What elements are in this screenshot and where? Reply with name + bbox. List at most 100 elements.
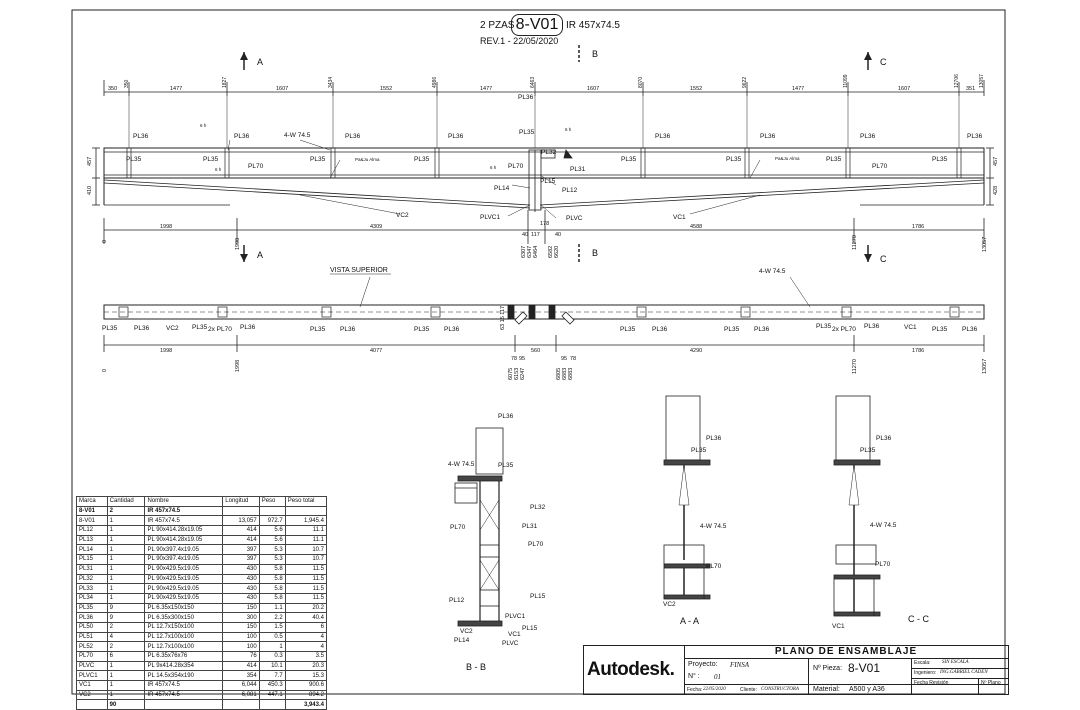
bom-cell [222, 699, 260, 710]
bom-cell: 1.5 [258, 621, 286, 633]
dim-text: 4588 [690, 224, 702, 230]
label-pl14: PL14 [454, 637, 470, 644]
proyecto-label: Proyecto: [688, 661, 718, 668]
bom-cell: 397 [222, 554, 260, 565]
label-2x-pl70: 2x PL70 [208, 326, 232, 333]
dim-text: 1786 [912, 224, 924, 230]
dim-text: 40 [522, 232, 528, 238]
label-w74: 4-W 74.5 [284, 132, 311, 139]
fecha-label: Fecha: [687, 687, 703, 693]
elevation-view [92, 80, 994, 244]
label-pl36: PL36 [448, 133, 464, 140]
label-w74: 4-W 74.5 [870, 522, 897, 529]
bom-cell: 2 [106, 641, 146, 652]
bom-cell [222, 505, 260, 517]
bom-cell: PL36 [76, 612, 108, 623]
dim-text: 428 [993, 186, 999, 195]
ord-text: 12706 [954, 74, 960, 88]
dim-text: 1552 [380, 86, 392, 92]
label-pl36: PL36 [754, 326, 770, 333]
label-pl12: PL12 [562, 187, 578, 194]
revision-date-label: Fecha Revisión [914, 680, 949, 686]
plano-number-label: Nº Plano [981, 680, 1001, 686]
bom-cell: PL 90x414.28x19.05 [144, 525, 224, 536]
ord-text: 3434 [328, 77, 334, 88]
bom-cell: 10.7 [284, 544, 328, 556]
bom-cell: PL 12.7x100x100 [144, 641, 224, 652]
plan-w-label: 4-W 74.5 [759, 268, 786, 275]
bom-cell: Marca [76, 496, 108, 507]
bom-cell: 1 [106, 592, 146, 604]
bom-cell: 11.5 [284, 573, 328, 585]
bom-cell: 1 [106, 660, 146, 672]
ord-text: 1998 [235, 238, 241, 250]
bom-cell: PL 9x414.28x354 [144, 660, 224, 672]
bottom-dimensions: 1998 4309 4588 1786 178 0 1998 11270 130… [87, 157, 999, 258]
label-pl35: PL35 [126, 156, 142, 163]
section-a-top: A [257, 57, 263, 67]
bom-cell: 8-V01 [76, 505, 108, 517]
section-letters: A A B B C C B - B A - A C - C [257, 49, 929, 672]
bom-cell: 11.1 [284, 534, 328, 546]
bom-cell: 10.7 [284, 554, 328, 565]
dim-text: 78 [511, 356, 517, 362]
ord-text: 6307 [521, 246, 527, 258]
label-pl35: PL35 [203, 156, 219, 163]
ord-text: 9622 [742, 77, 748, 88]
pieza-value: 8-V01 [848, 661, 881, 675]
label-pl36: PL36 [340, 326, 356, 333]
label-pl35: PL35 [860, 447, 876, 454]
bom-cell: 1 [106, 670, 146, 682]
dim-text: 95 [519, 356, 525, 362]
bom-cell: 2 [106, 621, 146, 633]
bom-cell: IR 457x74.5 [144, 515, 224, 527]
label-vc1: VC1 [904, 324, 917, 331]
bom-cell: PLVC1 [76, 670, 108, 682]
bom-cell: PL 6.35x300x150 [144, 612, 224, 623]
bom-cell: PLVC [76, 660, 108, 672]
label-pl35: PL35 [620, 326, 636, 333]
title-block: Autodesk. PLANO DE ENSAMBLAJE Proyecto: … [583, 645, 1009, 695]
bom-cell [258, 699, 286, 710]
ingeniero-value: ING.GABRIEL CADEN [940, 670, 988, 675]
title-quantity: 2 PZAS [480, 20, 515, 31]
section-cc [833, 395, 881, 617]
bom-cell: 900.6 [284, 680, 328, 691]
label-pl35: PL35 [310, 326, 326, 333]
label-pl36: PL36 [864, 323, 880, 330]
ord-text: 6805 [556, 368, 562, 380]
bom-cell: 1 [106, 680, 146, 691]
ord-text: 6247 [520, 368, 526, 380]
bom-cell: 10.1 [258, 660, 286, 672]
bom-cell: 1 [106, 525, 146, 536]
bom-cell: 5.8 [258, 583, 286, 594]
sheet-border [71, 9, 1006, 695]
label-pl70: PL70 [248, 163, 264, 170]
ord-text: 0 [102, 369, 108, 372]
bom-cell: PL13 [76, 534, 108, 546]
label-pl12: PL12 [449, 597, 465, 604]
dim-text: 410 [87, 186, 93, 195]
bom-cell: 0.5 [258, 631, 286, 643]
ord-text: 6153 [514, 368, 520, 380]
bom-cell: 100 [222, 631, 260, 643]
bom-cell: 8-V01 [76, 515, 108, 527]
label-vc2: VC2 [460, 628, 473, 635]
cliente-label: Cliente: [740, 687, 757, 693]
cliente-value: CONSTRUCTORA [761, 687, 799, 692]
section-bb-title: B - B [466, 662, 486, 672]
ord-text: 1827 [222, 77, 228, 88]
bom-cell: 76 [222, 651, 260, 662]
weld-note: Pa&Ju Alma [355, 157, 380, 162]
dim-text: 1998 [160, 224, 172, 230]
bom-cell: 1 [106, 515, 146, 527]
